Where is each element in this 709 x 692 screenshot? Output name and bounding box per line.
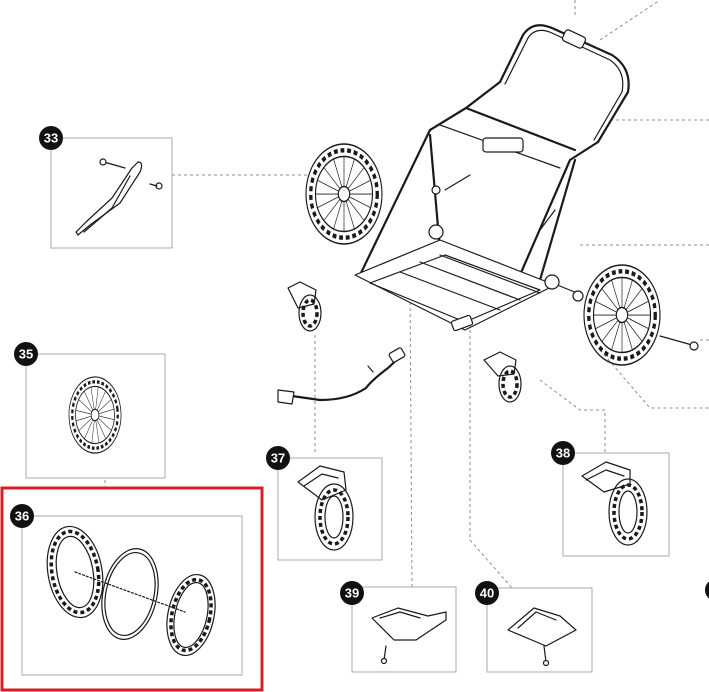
part-36-tire-tube-rim-drawing [46, 525, 216, 656]
brake-cable-drawing [277, 347, 406, 405]
part-39-bracket-drawing [371, 607, 447, 665]
svg-text:38: 38 [556, 446, 570, 461]
callout-38[interactable]: 38 [551, 441, 575, 465]
part-35[interactable] [25, 353, 166, 479]
part-38[interactable] [562, 452, 670, 557]
stroller-frame-drawing [354, 24, 699, 351]
part-36[interactable] [21, 515, 243, 676]
front-swivel-wheel-2 [483, 351, 522, 403]
part-40[interactable] [486, 587, 593, 673]
part-39[interactable] [351, 586, 457, 673]
svg-text:33: 33 [44, 131, 58, 146]
svg-text:36: 36 [15, 509, 29, 524]
part-37-swivel-wheel-drawing [297, 465, 354, 551]
part-38-swivel-wheel-drawing [581, 461, 648, 546]
front-swivel-wheel-1 [287, 281, 322, 332]
callout-partial-edge [705, 581, 709, 599]
svg-text:40: 40 [480, 586, 494, 601]
part-33[interactable] [50, 137, 173, 249]
frame-wheel-left [306, 144, 382, 244]
leader-lines [104, 0, 709, 589]
callout-40[interactable]: 40 [475, 581, 499, 605]
part-40-bracket-drawing [507, 607, 577, 667]
svg-text:39: 39 [345, 586, 359, 601]
callout-36[interactable]: 36 [10, 504, 34, 528]
callout-39[interactable]: 39 [340, 581, 364, 605]
svg-text:35: 35 [19, 347, 33, 362]
callout-37[interactable]: 37 [266, 446, 290, 470]
part-36-selection-highlight [0, 486, 264, 692]
part-33-brake-lever-drawing [75, 158, 163, 236]
svg-text:37: 37 [271, 451, 285, 466]
frame-wheel-right [584, 265, 660, 365]
callout-33[interactable]: 33 [39, 126, 63, 150]
part-37[interactable] [277, 457, 383, 561]
callout-35[interactable]: 35 [14, 342, 38, 366]
